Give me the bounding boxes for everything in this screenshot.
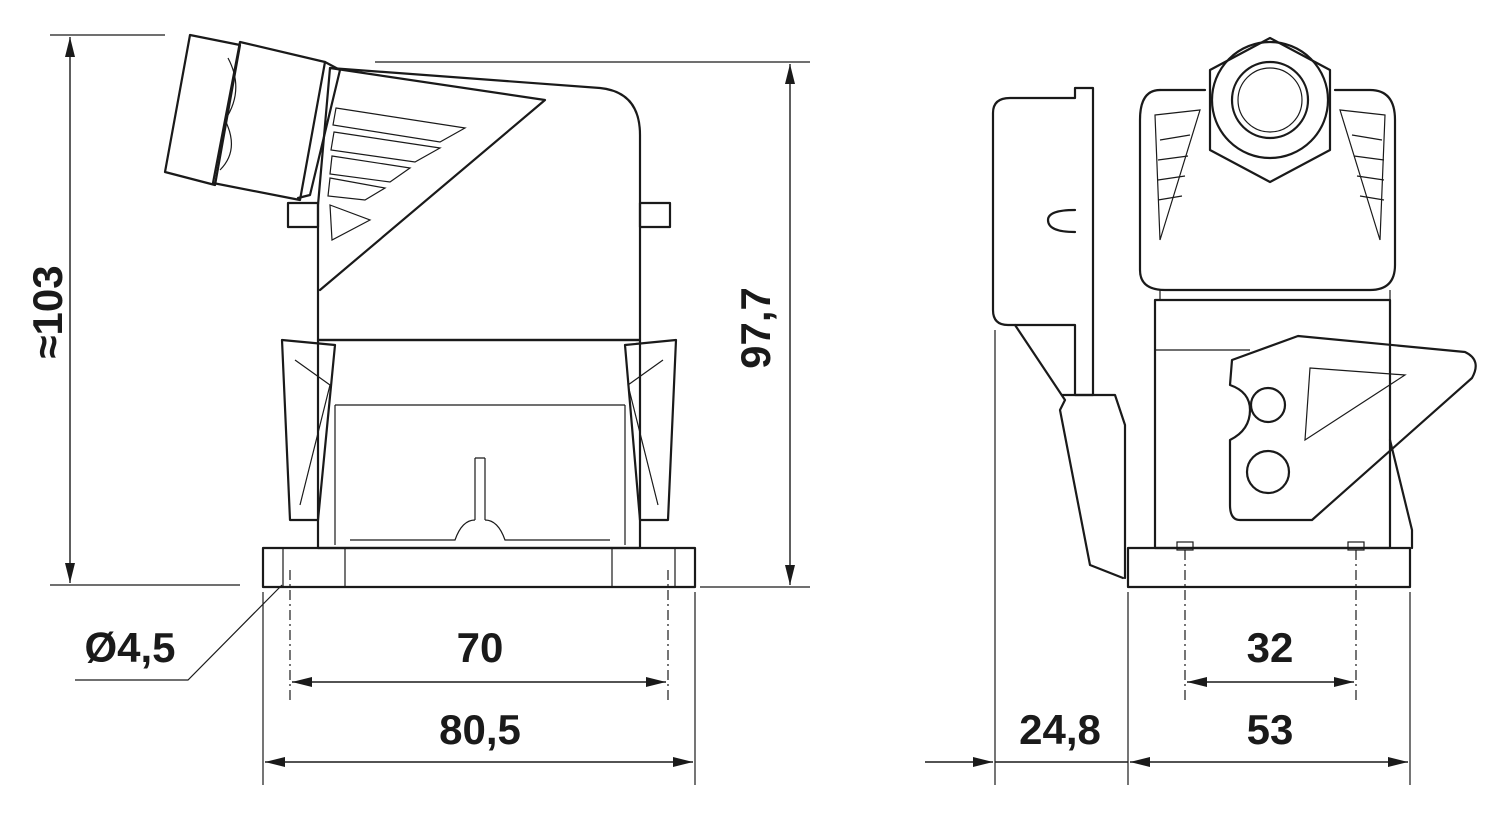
housing-body: [316, 338, 642, 550]
mounting-plate: [991, 86, 1127, 580]
overall-height-label: ≈103: [24, 265, 71, 358]
base-flange: [261, 546, 697, 589]
offset-label: 24,8: [1019, 706, 1101, 753]
body-height-label: 97,7: [732, 287, 779, 369]
front-view: ≈103 97,7 70 80,5 Ø4,5: [24, 33, 810, 785]
base-width-label: 80,5: [439, 706, 521, 753]
locking-lever-side: [1228, 334, 1477, 522]
hood: [286, 66, 672, 342]
hole-spacing-label: 70: [457, 624, 504, 671]
cable-gland-nut: [1208, 36, 1332, 184]
hole-diameter-label: Ø4,5: [84, 624, 175, 671]
base-side: [1126, 541, 1412, 589]
cable-gland: [163, 33, 342, 202]
housing-body-side: [1153, 298, 1414, 550]
hood-side: [1138, 88, 1397, 300]
base-depth-label: 53: [1247, 706, 1294, 753]
side-view: 32 24,8 53: [925, 36, 1477, 785]
side-hole-spacing-label: 32: [1247, 624, 1294, 671]
locking-levers: [280, 338, 678, 522]
